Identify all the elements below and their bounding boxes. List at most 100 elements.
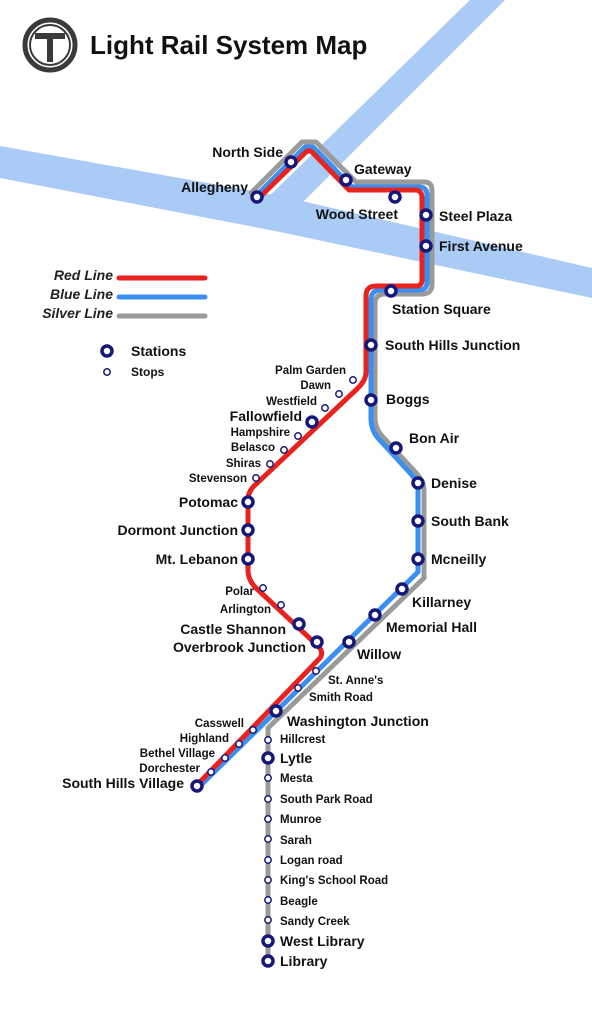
station-label: Mcneilly: [431, 551, 486, 567]
station-marker[interactable]: [419, 208, 433, 222]
stop-marker[interactable]: [264, 916, 272, 924]
stop-marker[interactable]: [321, 404, 329, 412]
stop-marker[interactable]: [264, 774, 272, 782]
stop-label: South Park Road: [280, 794, 373, 806]
station-marker[interactable]: [190, 779, 204, 793]
stop-label: Westfield: [266, 396, 317, 408]
station-marker[interactable]: [388, 190, 402, 204]
stop-marker[interactable]: [264, 856, 272, 864]
station-marker[interactable]: [310, 635, 324, 649]
station-marker[interactable]: [241, 495, 255, 509]
blue-line-track: [197, 144, 430, 789]
stop-label: Munroe: [280, 814, 322, 826]
station-marker[interactable]: [292, 617, 306, 631]
station-label: Potomac: [179, 494, 238, 510]
station-label: South Hills Junction: [385, 337, 520, 353]
station-marker[interactable]: [411, 552, 425, 566]
station-label: Killarney: [412, 594, 471, 610]
stop-marker[interactable]: [277, 601, 285, 609]
station-label: Steel Plaza: [439, 208, 512, 224]
river-main: [0, 146, 592, 298]
stop-marker[interactable]: [264, 795, 272, 803]
stop-marker[interactable]: [280, 446, 288, 454]
red-line-track: [193, 148, 425, 789]
station-marker[interactable]: [395, 582, 409, 596]
station-label: Station Square: [392, 301, 491, 317]
stop-label: Arlington: [220, 604, 271, 616]
station-marker[interactable]: [261, 751, 275, 765]
station-marker[interactable]: [364, 393, 378, 407]
legend-stop-label: Stops: [131, 365, 165, 379]
station-label: Library: [280, 953, 328, 969]
stop-label: Hillcrest: [280, 734, 326, 746]
stop-label: Stevenson: [189, 473, 247, 485]
station-label: Washington Junction: [287, 713, 429, 729]
stop-marker[interactable]: [207, 768, 215, 776]
stop-label: Dorchester: [139, 763, 200, 775]
stop-marker[interactable]: [264, 736, 272, 744]
stop-label: Shiras: [226, 458, 261, 470]
station-marker[interactable]: [261, 934, 275, 948]
stop-marker[interactable]: [249, 726, 257, 734]
station-label: Gateway: [354, 161, 412, 177]
station-marker[interactable]: [305, 415, 319, 429]
station-label: West Library: [280, 933, 365, 949]
legend-station-label: Stations: [131, 343, 186, 359]
station-marker[interactable]: [364, 338, 378, 352]
station-label: Bon Air: [409, 430, 460, 446]
stop-label: Beagle: [280, 896, 318, 908]
stop-marker[interactable]: [312, 667, 320, 675]
rivers: [0, 0, 592, 298]
legend-red-label: Red Line: [54, 267, 113, 283]
station-marker[interactable]: [250, 190, 264, 204]
legend-silver-label: Silver Line: [42, 305, 113, 321]
station-label: Lytle: [280, 750, 312, 766]
station-marker[interactable]: [342, 635, 356, 649]
stop-marker[interactable]: [252, 474, 260, 482]
station-label: South Bank: [431, 513, 509, 529]
stop-marker[interactable]: [264, 835, 272, 843]
stop-marker[interactable]: [266, 460, 274, 468]
station-label: Dormont Junction: [117, 522, 238, 538]
station-marker[interactable]: [269, 704, 283, 718]
station-marker[interactable]: [419, 239, 433, 253]
page-title: Light Rail System Map: [90, 30, 368, 60]
station-marker[interactable]: [389, 441, 403, 455]
station-marker[interactable]: [241, 552, 255, 566]
station-marker[interactable]: [411, 476, 425, 490]
station-marker[interactable]: [284, 155, 298, 169]
station-marker[interactable]: [241, 523, 255, 537]
station-label: Boggs: [386, 391, 430, 407]
stop-marker[interactable]: [349, 376, 357, 384]
station-marker[interactable]: [384, 284, 398, 298]
stop-marker[interactable]: [259, 584, 267, 592]
station-marker[interactable]: [261, 954, 275, 968]
station-label: Mt. Lebanon: [156, 551, 238, 567]
legend-blue-label: Blue Line: [50, 286, 113, 302]
station-label: South Hills Village: [62, 775, 184, 791]
stop-marker[interactable]: [221, 754, 229, 762]
legend-station-icon: [100, 344, 114, 358]
station-marker[interactable]: [368, 608, 382, 622]
stop-label: Mesta: [280, 773, 313, 785]
stop-marker[interactable]: [294, 684, 302, 692]
stop-marker[interactable]: [264, 896, 272, 904]
stop-marker[interactable]: [294, 432, 302, 440]
station-label: Memorial Hall: [386, 619, 477, 635]
stop-marker[interactable]: [264, 815, 272, 823]
stop-marker[interactable]: [264, 876, 272, 884]
station-label: Willow: [357, 646, 401, 662]
station-label: Denise: [431, 475, 477, 491]
stop-label: Belasco: [231, 442, 275, 454]
station-marker[interactable]: [411, 514, 425, 528]
station-marker[interactable]: [339, 173, 353, 187]
stop-label: Sandy Creek: [280, 916, 350, 928]
stop-label: Dawn: [300, 380, 331, 392]
transit-t-logo: [22, 17, 78, 73]
station-label: Allegheny: [181, 179, 248, 195]
stop-marker[interactable]: [335, 390, 343, 398]
station-label: Fallowfield: [230, 408, 302, 424]
stop-label: Hampshire: [231, 427, 290, 439]
stop-marker[interactable]: [235, 740, 243, 748]
